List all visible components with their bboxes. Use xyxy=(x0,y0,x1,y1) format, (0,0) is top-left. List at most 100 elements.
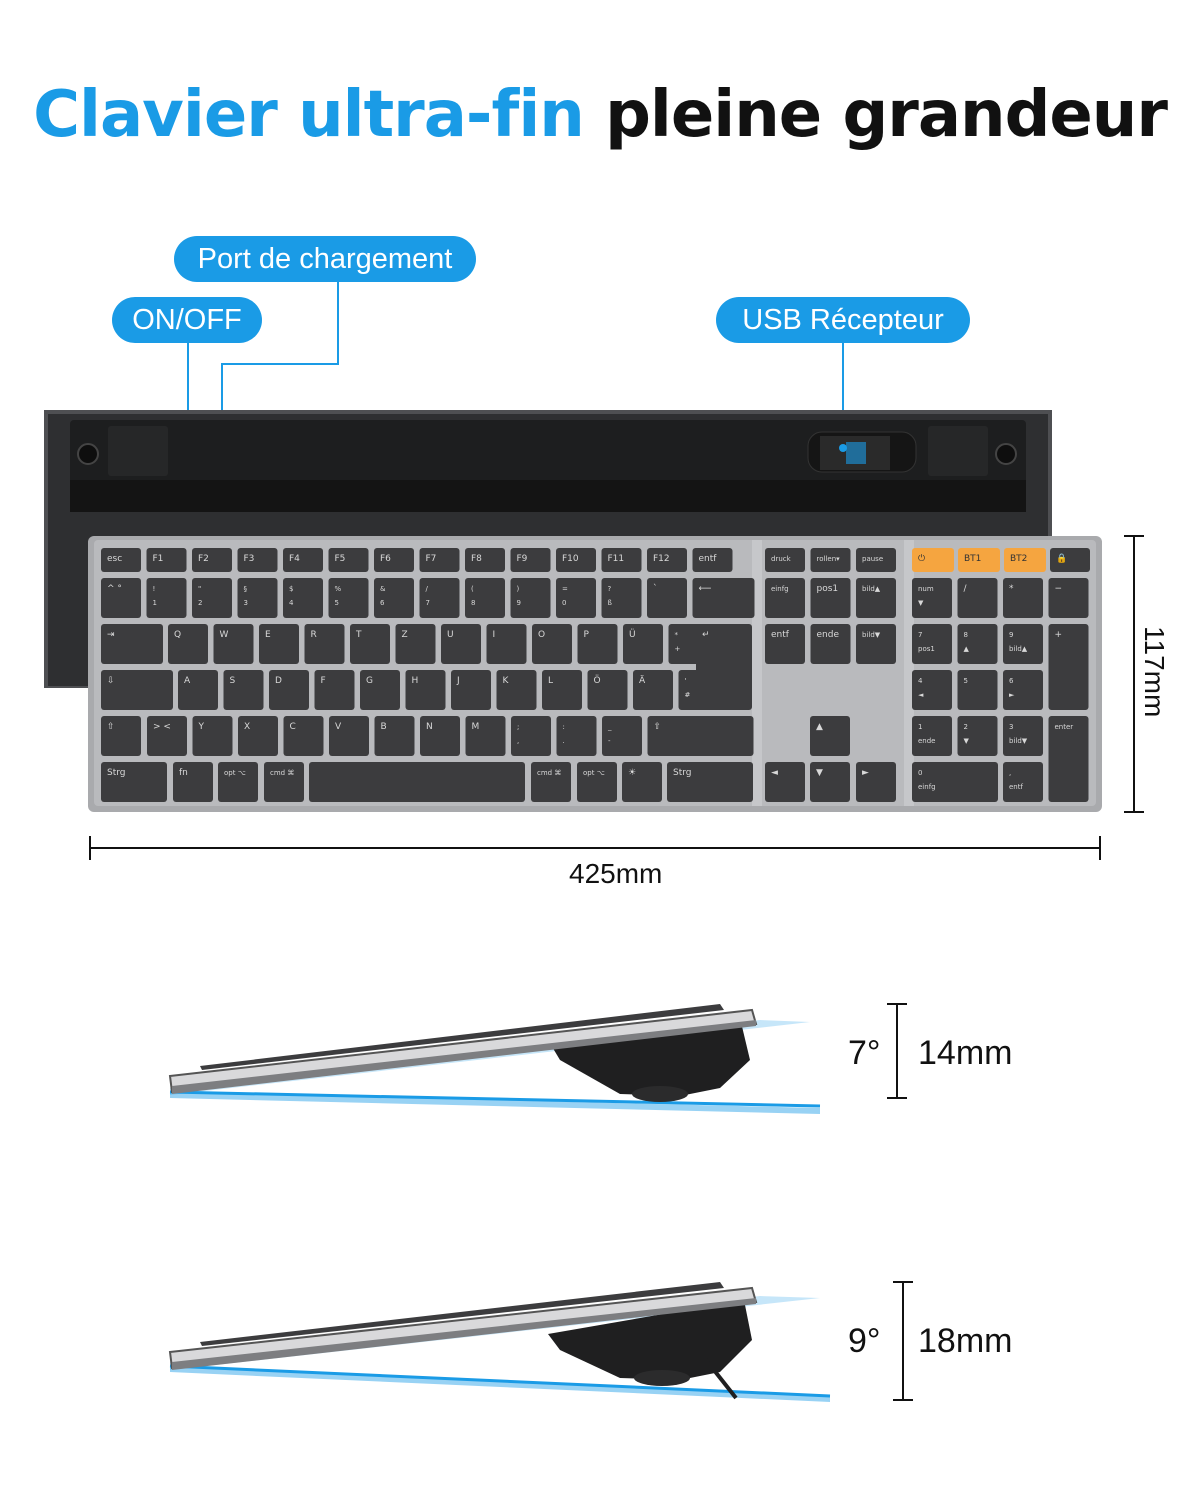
key-strg-left xyxy=(101,762,167,802)
key-r1-6 xyxy=(374,578,414,618)
key-r2-8 xyxy=(532,624,572,664)
key-fn-11 xyxy=(601,548,642,572)
key-r1-5-label: 5 xyxy=(335,599,339,607)
key-r2-6-label: U xyxy=(447,630,454,640)
key-num-r1-2 xyxy=(1003,624,1043,664)
key-bt1-label: BT1 xyxy=(964,554,981,564)
key-num-enter xyxy=(1048,716,1089,802)
key-r1-6-label: 6 xyxy=(380,599,385,607)
key-fn-9-label: F9 xyxy=(517,554,528,564)
key-opt-right xyxy=(577,762,617,802)
key-r2-0 xyxy=(168,624,208,664)
key-r3-4 xyxy=(360,670,400,710)
key-fn xyxy=(173,762,213,802)
key-arrow-up xyxy=(810,716,850,756)
key-r1-8-label: 8 xyxy=(471,599,475,607)
key-r4-10-label: - xyxy=(608,737,611,745)
key-r4-5 xyxy=(374,716,415,756)
key-num-comma xyxy=(1003,762,1043,802)
key-num-r2-0-label: ◄ xyxy=(918,691,924,699)
key-nav-2 xyxy=(856,578,896,618)
key-cmd-left xyxy=(264,762,304,802)
key-r1-1-label: ! xyxy=(153,585,156,593)
key-opt-left xyxy=(218,762,258,802)
key-navtop-0 xyxy=(765,548,805,572)
key-bt2 xyxy=(1004,548,1046,572)
key-r1-9 xyxy=(510,578,551,618)
key-num-r3-1 xyxy=(957,716,998,756)
key-fn-4-label: F4 xyxy=(289,554,300,564)
key-r1-4-label: 4 xyxy=(289,599,294,607)
key-r1-10 xyxy=(556,578,596,618)
key-fn-4 xyxy=(283,548,323,572)
key-num-r0-2-label: * xyxy=(1009,584,1014,594)
key-r4-7 xyxy=(465,716,506,756)
key-num-r1-0-label: pos1 xyxy=(918,645,935,653)
key-r1-6-label: & xyxy=(380,585,386,593)
callout-onoff-label: ON/OFF xyxy=(132,304,242,336)
key-r3-11 xyxy=(678,670,719,710)
key-num-r2-1 xyxy=(957,670,998,710)
key-arrow-left xyxy=(765,762,805,802)
key-r4-4 xyxy=(329,716,369,756)
key-r3-2 xyxy=(269,670,309,710)
key-r2-9 xyxy=(577,624,618,664)
key-r2-3 xyxy=(304,624,345,664)
key-num-r3-2-label: bild▼ xyxy=(1009,737,1028,745)
key-num-r3-1-label: 2 xyxy=(964,723,968,731)
callout-charging-port-label: Port de chargement xyxy=(197,243,453,275)
key-num-r3-2-label: 3 xyxy=(1009,723,1013,731)
key-r2-7-label: I xyxy=(493,630,496,640)
callout-usb-receiver-label: USB Récepteur xyxy=(742,304,944,336)
side-profile-9deg xyxy=(168,1282,831,1402)
height-dimension: 117mm xyxy=(1139,626,1170,718)
key-num-r2-2 xyxy=(1003,670,1043,710)
key-cmd-right xyxy=(531,762,571,802)
key-r2-7 xyxy=(486,624,527,664)
key-shift-left-label: ⇧ xyxy=(107,722,115,732)
key-space xyxy=(309,762,525,802)
key-r3-9 xyxy=(587,670,628,710)
key-nav-3 xyxy=(765,624,805,664)
key-fn-11-label: F11 xyxy=(608,554,625,564)
key-num-comma-label: entf xyxy=(1009,783,1023,791)
key-num-r2-1-label: 5 xyxy=(964,677,968,685)
key-r4-3-label: C xyxy=(290,722,296,732)
key-arrow-left-label: ◄ xyxy=(771,768,778,778)
key-r4-9-label: . xyxy=(563,737,565,745)
key-num-r1-1-label: ▲ xyxy=(964,645,970,653)
key-num-r3-1-label: ▼ xyxy=(964,737,970,745)
key-num-comma-label: , xyxy=(1009,769,1011,777)
key-num-r1-0 xyxy=(912,624,952,664)
key-r3-11-label: # xyxy=(685,691,691,699)
angle-7: 7° xyxy=(848,1034,881,1072)
key-strg-right xyxy=(667,762,753,802)
key-r3-5 xyxy=(405,670,446,710)
key-r4-3 xyxy=(283,716,324,756)
key-r3-11-label: ' xyxy=(685,677,687,685)
key-shift-right-label: ⇧ xyxy=(654,722,662,732)
key-r4-4-label: V xyxy=(335,722,342,732)
key-r4-10 xyxy=(602,716,642,756)
usb-receiver-dot xyxy=(839,444,847,452)
key-r1-11-label: ß xyxy=(608,599,613,607)
callout-onoff: ON/OFF xyxy=(112,297,262,343)
key-r4-5-label: B xyxy=(381,722,387,732)
key-r4-9 xyxy=(556,716,597,756)
key-r1-2-label: 2 xyxy=(198,599,202,607)
key-num-r1-1 xyxy=(957,624,998,664)
key-r2-2 xyxy=(259,624,299,664)
key-shift-right xyxy=(647,716,754,756)
key-nav-4 xyxy=(810,624,851,664)
key-fn-label: fn xyxy=(179,768,188,778)
key-nav-3-label: entf xyxy=(771,630,790,640)
thickness-18: 18mm xyxy=(918,1322,1013,1360)
key-r1-7 xyxy=(419,578,460,618)
key-backspace-label: ⟵ xyxy=(699,584,712,594)
key-r2-1-label: W xyxy=(220,630,229,640)
key-r1-0-label: ^ ° xyxy=(107,584,122,594)
key-r3-1-label: S xyxy=(230,676,236,686)
key-navtop-2-label: pause xyxy=(862,555,883,563)
key-r2-6 xyxy=(441,624,481,664)
